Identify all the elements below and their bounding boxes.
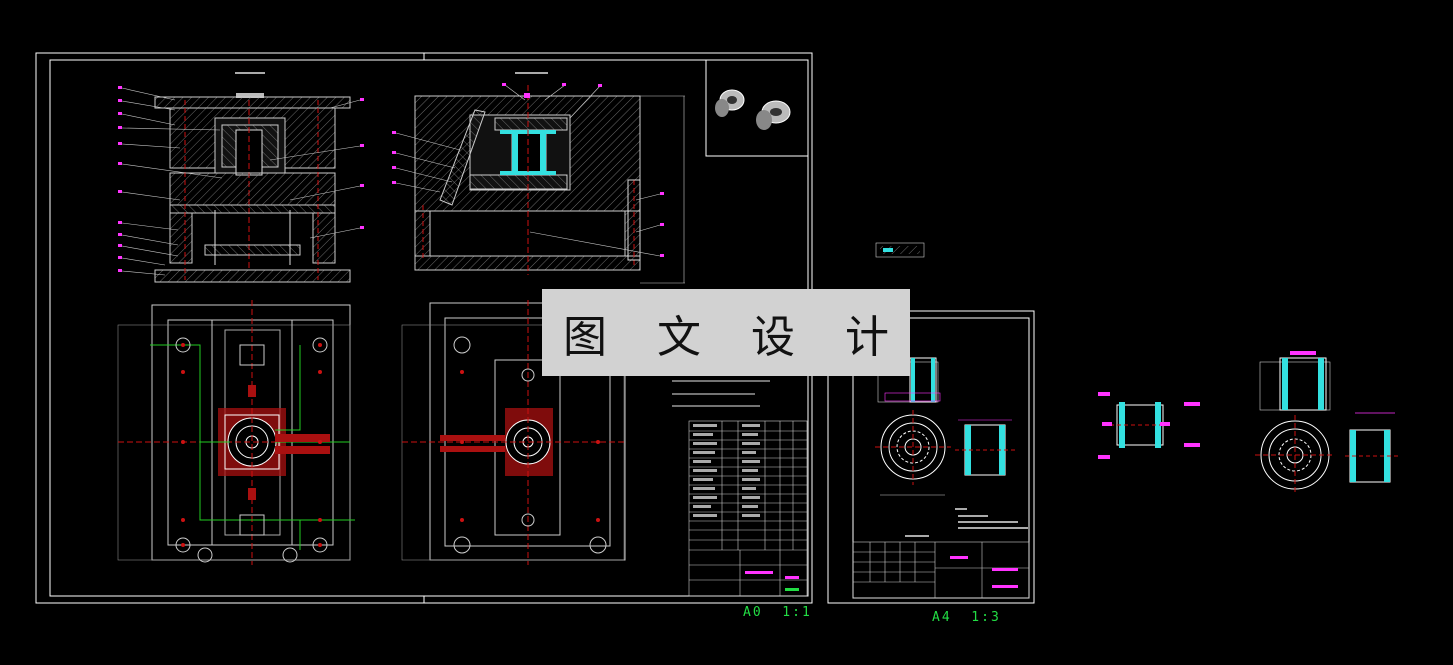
product-preview: [705, 59, 809, 157]
watermark-text: 图 文 设 计: [563, 311, 907, 363]
watermark-stamp: 图 文 设 计: [542, 289, 910, 376]
a0-scale-label: A0 1:1: [743, 605, 812, 620]
plan-view-right: [401, 300, 626, 565]
section-view-left: [118, 72, 364, 283]
a4-outer-frame: [827, 310, 1035, 604]
part-drawing-right: [1255, 351, 1400, 495]
a0-sheet: [35, 52, 813, 604]
section-view-right: [392, 72, 685, 284]
plan-view-left: [117, 300, 355, 565]
a0-title-block: [688, 420, 808, 597]
a4-sheet: [827, 310, 1035, 604]
gate-detail: [875, 242, 925, 258]
technical-notes: [672, 380, 770, 407]
a4-scale-label: A4 1:3: [932, 610, 1001, 625]
part-drawing-middle: [1098, 392, 1200, 459]
